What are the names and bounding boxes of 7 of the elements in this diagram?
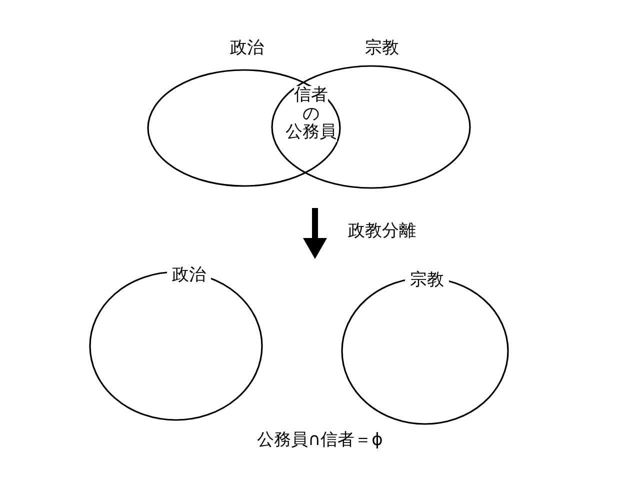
set-heading: 宗教 xyxy=(405,271,449,290)
transition-label: 政教分離 xyxy=(347,222,417,241)
set-ellipse xyxy=(147,69,341,187)
set-heading: 政治 xyxy=(167,266,211,285)
intersection-label: 信者の公務員 xyxy=(281,86,341,142)
set-ellipse xyxy=(271,65,471,189)
set-equation: 公務員∩信者＝ϕ xyxy=(256,431,384,450)
